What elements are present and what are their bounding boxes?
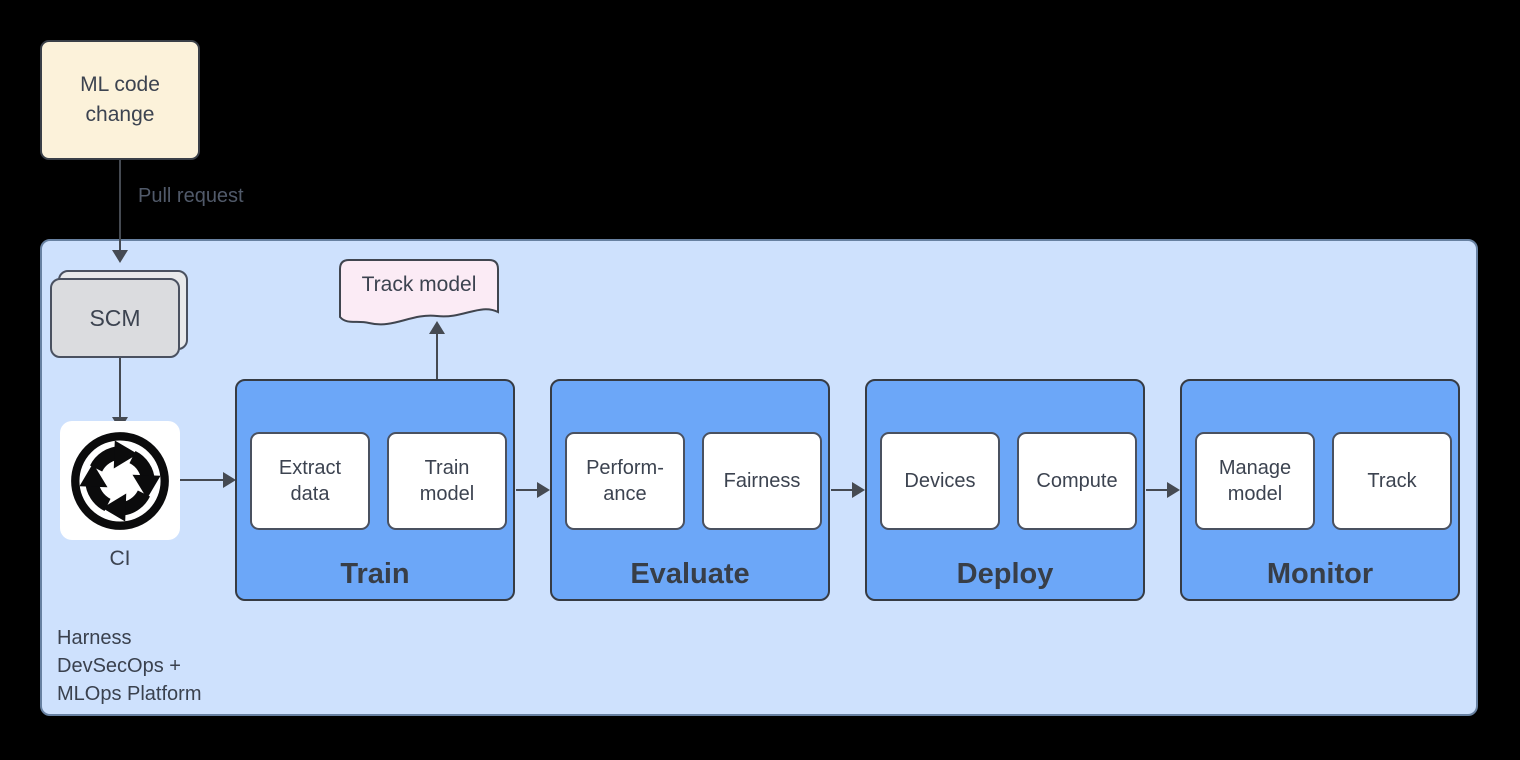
arrow-ci-train-head bbox=[223, 472, 236, 488]
pull-request-label: Pull request bbox=[138, 185, 244, 207]
step-manage-model: Manage model bbox=[1195, 432, 1315, 530]
ci-node bbox=[60, 421, 180, 540]
step-devices: Devices bbox=[880, 432, 1000, 530]
ml-code-change-node: ML code change bbox=[40, 40, 200, 160]
arrow-train-evaluate-head bbox=[537, 482, 550, 498]
step-compute: Compute bbox=[1017, 432, 1137, 530]
platform-label: Harness DevSecOps + MLOps Platform bbox=[57, 627, 202, 705]
arrow-mlcode-scm-head bbox=[112, 250, 128, 263]
track-model-label: Track model bbox=[361, 273, 477, 296]
scm-node: SCM bbox=[50, 278, 180, 358]
arrow-train-trackmodel-line bbox=[436, 334, 438, 380]
stage-label-deploy: Deploy bbox=[956, 557, 1054, 590]
step-fairness: Fairness bbox=[702, 432, 822, 530]
arrow-deploy-monitor-head bbox=[1167, 482, 1180, 498]
arrow-train-trackmodel-head bbox=[429, 321, 445, 334]
stage-label-evaluate: Evaluate bbox=[630, 557, 750, 590]
step-track: Track bbox=[1332, 432, 1452, 530]
step-train-model: Train model bbox=[387, 432, 507, 530]
arrow-evaluate-deploy-line bbox=[831, 489, 853, 491]
step-performance: Perform- ance bbox=[565, 432, 685, 530]
ci-label: CI bbox=[109, 547, 131, 570]
arrow-scm-ci-line bbox=[119, 358, 121, 418]
stage-monitor: Manage model Track Monitor bbox=[1180, 379, 1460, 601]
arrow-mlcode-scm-line bbox=[119, 160, 121, 250]
ci-cycle-icon bbox=[71, 431, 169, 530]
arrow-ci-train-line bbox=[180, 479, 224, 481]
stage-evaluate: Perform- ance Fairness Evaluate bbox=[550, 379, 830, 601]
stage-label-monitor: Monitor bbox=[1266, 557, 1374, 590]
step-extract-data: Extract data bbox=[250, 432, 370, 530]
document-shape bbox=[339, 259, 499, 326]
stage-train: Extract data Train model Train bbox=[235, 379, 515, 601]
stage-label-train: Train bbox=[340, 557, 410, 590]
arrow-deploy-monitor-line bbox=[1146, 489, 1168, 491]
track-model-doc bbox=[339, 258, 499, 336]
arrow-evaluate-deploy-head bbox=[852, 482, 865, 498]
stage-deploy: Devices Compute Deploy bbox=[865, 379, 1145, 601]
arrow-train-evaluate-line bbox=[516, 489, 538, 491]
